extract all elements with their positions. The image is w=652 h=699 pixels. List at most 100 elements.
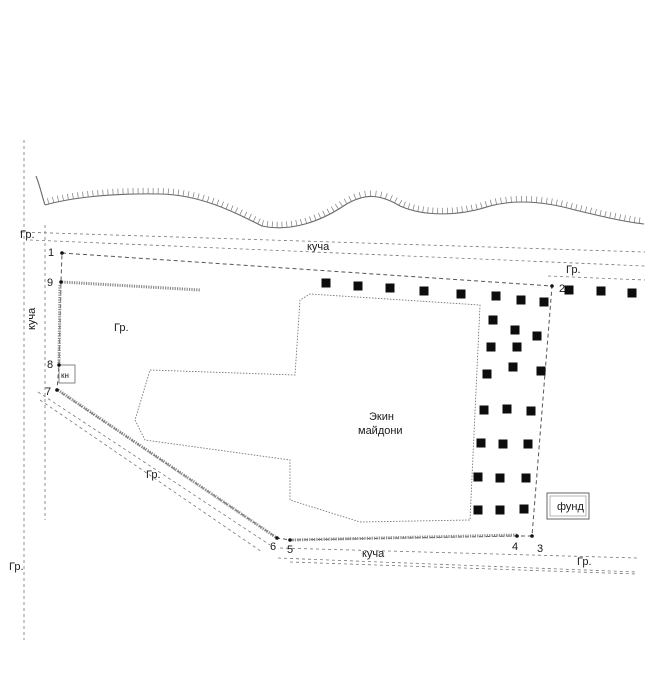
- ridge-hatch: [234, 207, 238, 214]
- tree-marker: [473, 472, 483, 482]
- ridge-hatch: [389, 195, 393, 201]
- point-label-8: 8: [47, 359, 53, 371]
- ridge-hatch: [309, 216, 312, 223]
- point-label-9: 9: [47, 277, 53, 289]
- point-label-7: 7: [45, 386, 51, 398]
- tree-marker: [627, 288, 637, 298]
- ridge-hatch: [633, 216, 636, 223]
- ridge-hatch: [266, 220, 269, 227]
- ridge-hatch: [412, 204, 415, 211]
- tree-marker: [321, 278, 331, 288]
- point-marker-7: [55, 388, 59, 392]
- ridge-hatch: [62, 194, 64, 201]
- tree-marker: [532, 331, 542, 341]
- ridge-hatch: [335, 203, 339, 210]
- label-gr-bottom-right: Гр.: [577, 556, 592, 568]
- tree-marker: [456, 289, 466, 299]
- label-gr-inner: Гр.: [114, 322, 129, 334]
- tree-markers: [321, 278, 637, 515]
- ridge-hatch: [565, 201, 568, 208]
- tree-marker: [536, 366, 546, 376]
- ridge-slope: [35, 175, 645, 229]
- parcel-boundary: [56, 252, 553, 541]
- point-label-5: 5: [287, 544, 293, 556]
- ridge-hatch: [67, 193, 69, 200]
- ridge-hatch: [57, 195, 59, 202]
- tree-marker: [519, 504, 529, 514]
- fence-diagonal: [57, 388, 278, 540]
- road-diag-outer: [37, 391, 271, 546]
- fence-inner-top: [61, 280, 201, 292]
- ridge-hatch: [52, 196, 55, 203]
- ridge-hatch: [358, 192, 362, 199]
- ridge-hatch: [82, 191, 84, 198]
- label-gr-top-left: Гр.: [20, 229, 35, 241]
- point-label-1: 1: [48, 247, 54, 259]
- ridge-hatch: [261, 220, 264, 227]
- ridge-hatch: [550, 198, 553, 205]
- ridge-hatch: [304, 217, 308, 224]
- tree-marker: [564, 285, 574, 295]
- point-marker-3: [530, 534, 534, 538]
- ridge-hatch: [466, 205, 468, 212]
- tree-marker: [510, 325, 520, 335]
- ridge-hatch: [456, 207, 458, 214]
- ridge-hatch: [619, 214, 621, 221]
- road-diag-outer2: [39, 399, 263, 553]
- ridge-hatch: [484, 201, 488, 208]
- label-kucha-left: куча: [26, 307, 38, 330]
- ridge-hatch: [604, 211, 607, 218]
- ridge-hatch: [461, 206, 463, 213]
- ridge-hatch: [322, 210, 326, 217]
- ridge-hatch: [570, 202, 573, 209]
- tree-marker: [512, 342, 522, 352]
- crop-field-outline: [134, 293, 481, 523]
- ridge-hatch: [257, 218, 261, 225]
- ridge-hatch: [187, 191, 190, 198]
- road-top-right-lower: [547, 275, 646, 281]
- ridge-hatch: [97, 190, 99, 197]
- tree-marker: [476, 438, 486, 448]
- ridge-line: [44, 193, 645, 229]
- ridge-hatch: [192, 192, 195, 199]
- tree-marker: [479, 405, 489, 415]
- ridge-hatch: [560, 200, 563, 207]
- ridge-hatch: [599, 209, 602, 216]
- ridge-hatch: [211, 197, 215, 204]
- ridge-hatch: [318, 212, 322, 219]
- ridge-hatch: [248, 213, 252, 220]
- ridge-hatch: [384, 193, 388, 200]
- ridge-hatch: [394, 197, 398, 204]
- tree-marker: [419, 286, 429, 296]
- ridge-hatch: [580, 205, 583, 212]
- point-labels: 1 2 3 4 5 6 7 8 9: [45, 247, 565, 556]
- ridge-hatch: [614, 213, 617, 220]
- point-label-6: 6: [270, 541, 276, 553]
- ridge-hatch: [536, 196, 538, 203]
- tree-marker: [523, 439, 533, 449]
- fences: [57, 280, 518, 542]
- road-top-lower: [29, 239, 646, 267]
- ridge-hatch: [313, 214, 317, 221]
- ridge-hatch: [407, 203, 411, 210]
- ridge-hatch: [202, 194, 205, 201]
- ridge-hatch: [375, 190, 377, 197]
- ridge-hatch: [206, 196, 210, 203]
- label-gr-diagonal: Гр.: [146, 469, 161, 481]
- ridge-hatch: [243, 211, 248, 218]
- tree-marker: [385, 283, 395, 293]
- ridge-hatch: [575, 204, 578, 211]
- road-bottom-low2: [289, 561, 637, 575]
- fence-left: [57, 284, 62, 366]
- label-kucha-bottom: куча: [362, 548, 385, 560]
- ridge-hatch: [87, 191, 89, 198]
- ridge-hatch: [197, 193, 200, 200]
- point-marker-9: [59, 280, 63, 284]
- label-gr-bottom-left: Гр.: [9, 561, 24, 573]
- ridge-hatch: [417, 205, 420, 212]
- ridge-hatch: [92, 190, 94, 197]
- fund-box: [546, 492, 590, 520]
- ridge-hatch: [638, 217, 641, 224]
- ridge-hatch: [330, 206, 335, 212]
